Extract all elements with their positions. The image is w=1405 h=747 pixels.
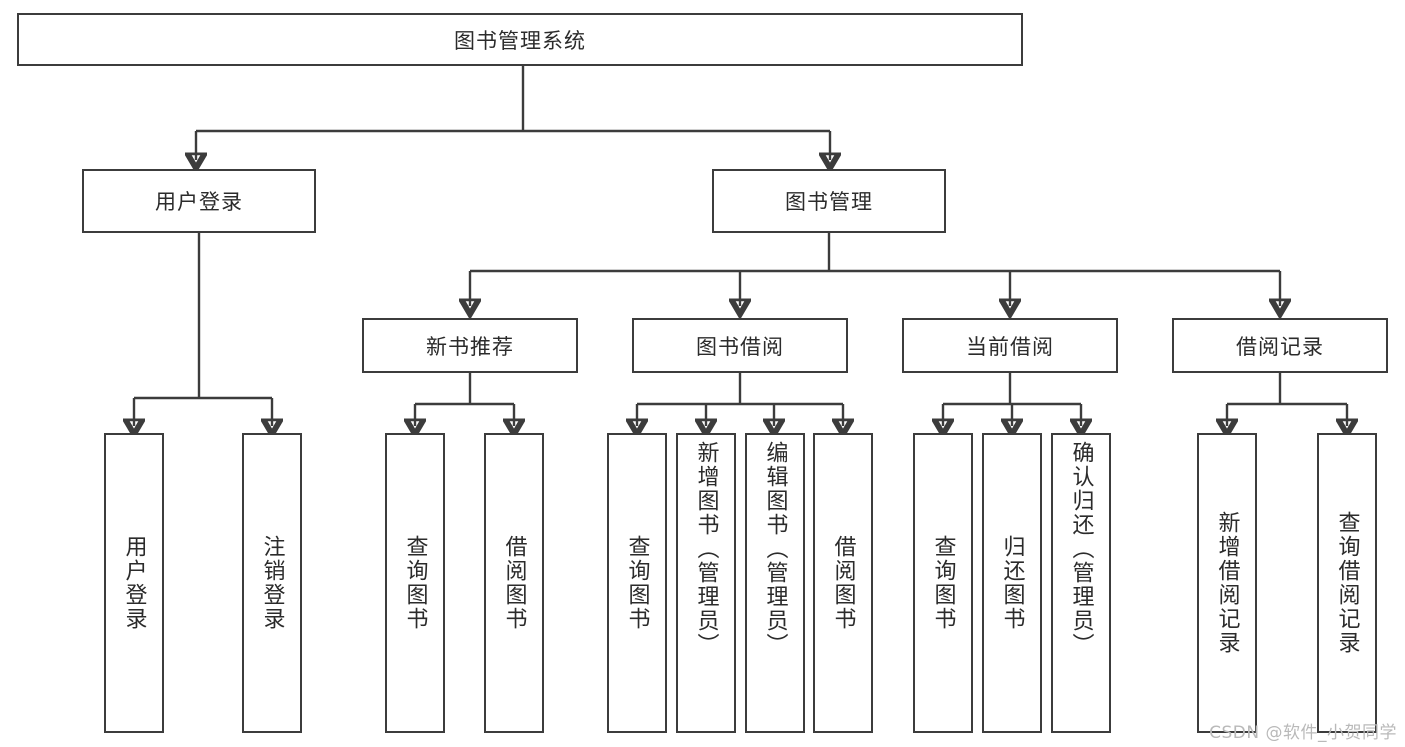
- leaf-borrow-book-1[interactable]: 借阅图书: [484, 433, 544, 733]
- leaf-edit-book[interactable]: 编辑图书（管理员）: [745, 433, 805, 733]
- node-label: 借阅记录: [1236, 334, 1324, 359]
- node-label: 查询图书: [930, 535, 956, 631]
- node-label: 查询图书: [402, 535, 428, 631]
- node-label: 图书借阅: [696, 334, 784, 359]
- leaf-return-book[interactable]: 归还图书: [982, 433, 1042, 733]
- leaf-logout-login[interactable]: 注销登录: [242, 433, 302, 733]
- leaf-query-record[interactable]: 查询借阅记录: [1317, 433, 1377, 733]
- node-label: 图书管理系统: [454, 28, 586, 53]
- leaf-query-book-3[interactable]: 查询图书: [913, 433, 973, 733]
- leaf-confirm-return[interactable]: 确认归还（管理员）: [1051, 433, 1111, 733]
- node-label: 查询借阅记录: [1334, 511, 1360, 655]
- node-root-book-management-system[interactable]: 图书管理系统: [17, 13, 1023, 66]
- leaf-add-record[interactable]: 新增借阅记录: [1197, 433, 1257, 733]
- leaf-query-book-2[interactable]: 查询图书: [607, 433, 667, 733]
- node-new-book-recommend[interactable]: 新书推荐: [362, 318, 578, 373]
- node-label: 借阅图书: [501, 535, 527, 631]
- node-label: 确认归还（管理员）: [1068, 441, 1094, 657]
- node-label: 借阅图书: [830, 535, 856, 631]
- node-label: 编辑图书（管理员）: [762, 441, 788, 657]
- node-book-management[interactable]: 图书管理: [712, 169, 946, 233]
- node-book-borrow[interactable]: 图书借阅: [632, 318, 848, 373]
- node-label: 新增图书（管理员）: [693, 441, 719, 657]
- node-borrow-record[interactable]: 借阅记录: [1172, 318, 1388, 373]
- node-label: 用户登录: [155, 190, 243, 214]
- node-current-borrow[interactable]: 当前借阅: [902, 318, 1118, 373]
- watermark-text: CSDN @软件_小贺同学: [1209, 723, 1397, 743]
- leaf-borrow-book-2[interactable]: 借阅图书: [813, 433, 873, 733]
- leaf-query-book-1[interactable]: 查询图书: [385, 433, 445, 733]
- node-label: 新书推荐: [426, 334, 514, 359]
- node-label: 注销登录: [259, 535, 285, 631]
- leaf-user-login[interactable]: 用户登录: [104, 433, 164, 733]
- node-label: 当前借阅: [966, 334, 1054, 359]
- node-label: 归还图书: [999, 535, 1025, 631]
- node-label: 新增借阅记录: [1214, 511, 1240, 655]
- node-label: 图书管理: [785, 190, 873, 214]
- node-label: 查询图书: [624, 535, 650, 631]
- node-label: 用户登录: [121, 535, 147, 631]
- leaf-add-book[interactable]: 新增图书（管理员）: [676, 433, 736, 733]
- node-user-login[interactable]: 用户登录: [82, 169, 316, 233]
